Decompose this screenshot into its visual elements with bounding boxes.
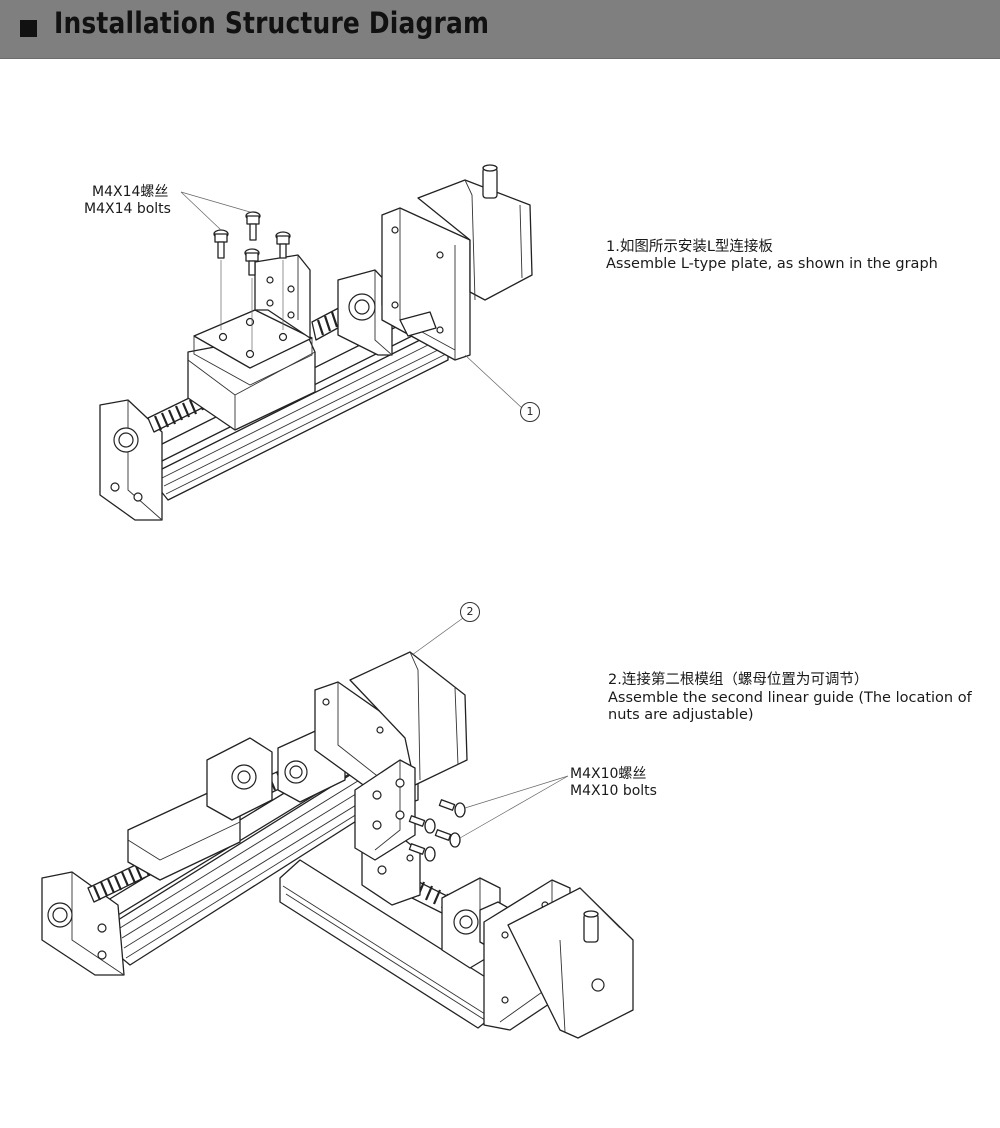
step2-instruction-en-2: nuts are adjustable) [608, 707, 754, 723]
m4x10-label-en: M4X10 bolts [570, 783, 657, 799]
step2-callout: 2 [460, 602, 480, 622]
bolt-icon [408, 815, 436, 834]
bolt-icon [438, 799, 466, 818]
m4x14-label-cn: M4X14螺丝 [92, 184, 169, 200]
m4x14-label-en: M4X14 bolts [84, 201, 171, 217]
step1-instruction-en: Assemble L-type plate, as shown in the g… [606, 256, 938, 272]
m4x10-label-cn: M4X10螺丝 [570, 766, 647, 782]
step1-linear-module [99, 164, 533, 521]
step1-instruction-cn: 1.如图所示安装L型连接板 [606, 239, 773, 255]
bolt-icon [275, 231, 291, 259]
bolt-icon [244, 248, 260, 276]
step2-second-module [279, 829, 634, 1039]
step1-callout: 1 [520, 402, 540, 422]
bolt-icon [245, 211, 261, 241]
header-square-bullet [20, 20, 37, 37]
step2-instruction-cn: 2.连接第二根模组（螺母位置为可调节） [608, 672, 869, 688]
section-header: Installation Structure Diagram [0, 0, 1000, 59]
step2-first-module [41, 651, 468, 976]
bolt-icon [434, 829, 461, 848]
bolt-icon [213, 229, 229, 259]
step2-instruction-en-1: Assemble the second linear guide (The lo… [608, 690, 972, 706]
page-title: Installation Structure Diagram [54, 6, 490, 40]
m4x14-bolts [180, 191, 523, 409]
m4x10-bolts [408, 617, 569, 862]
bolt-icon [408, 843, 436, 862]
